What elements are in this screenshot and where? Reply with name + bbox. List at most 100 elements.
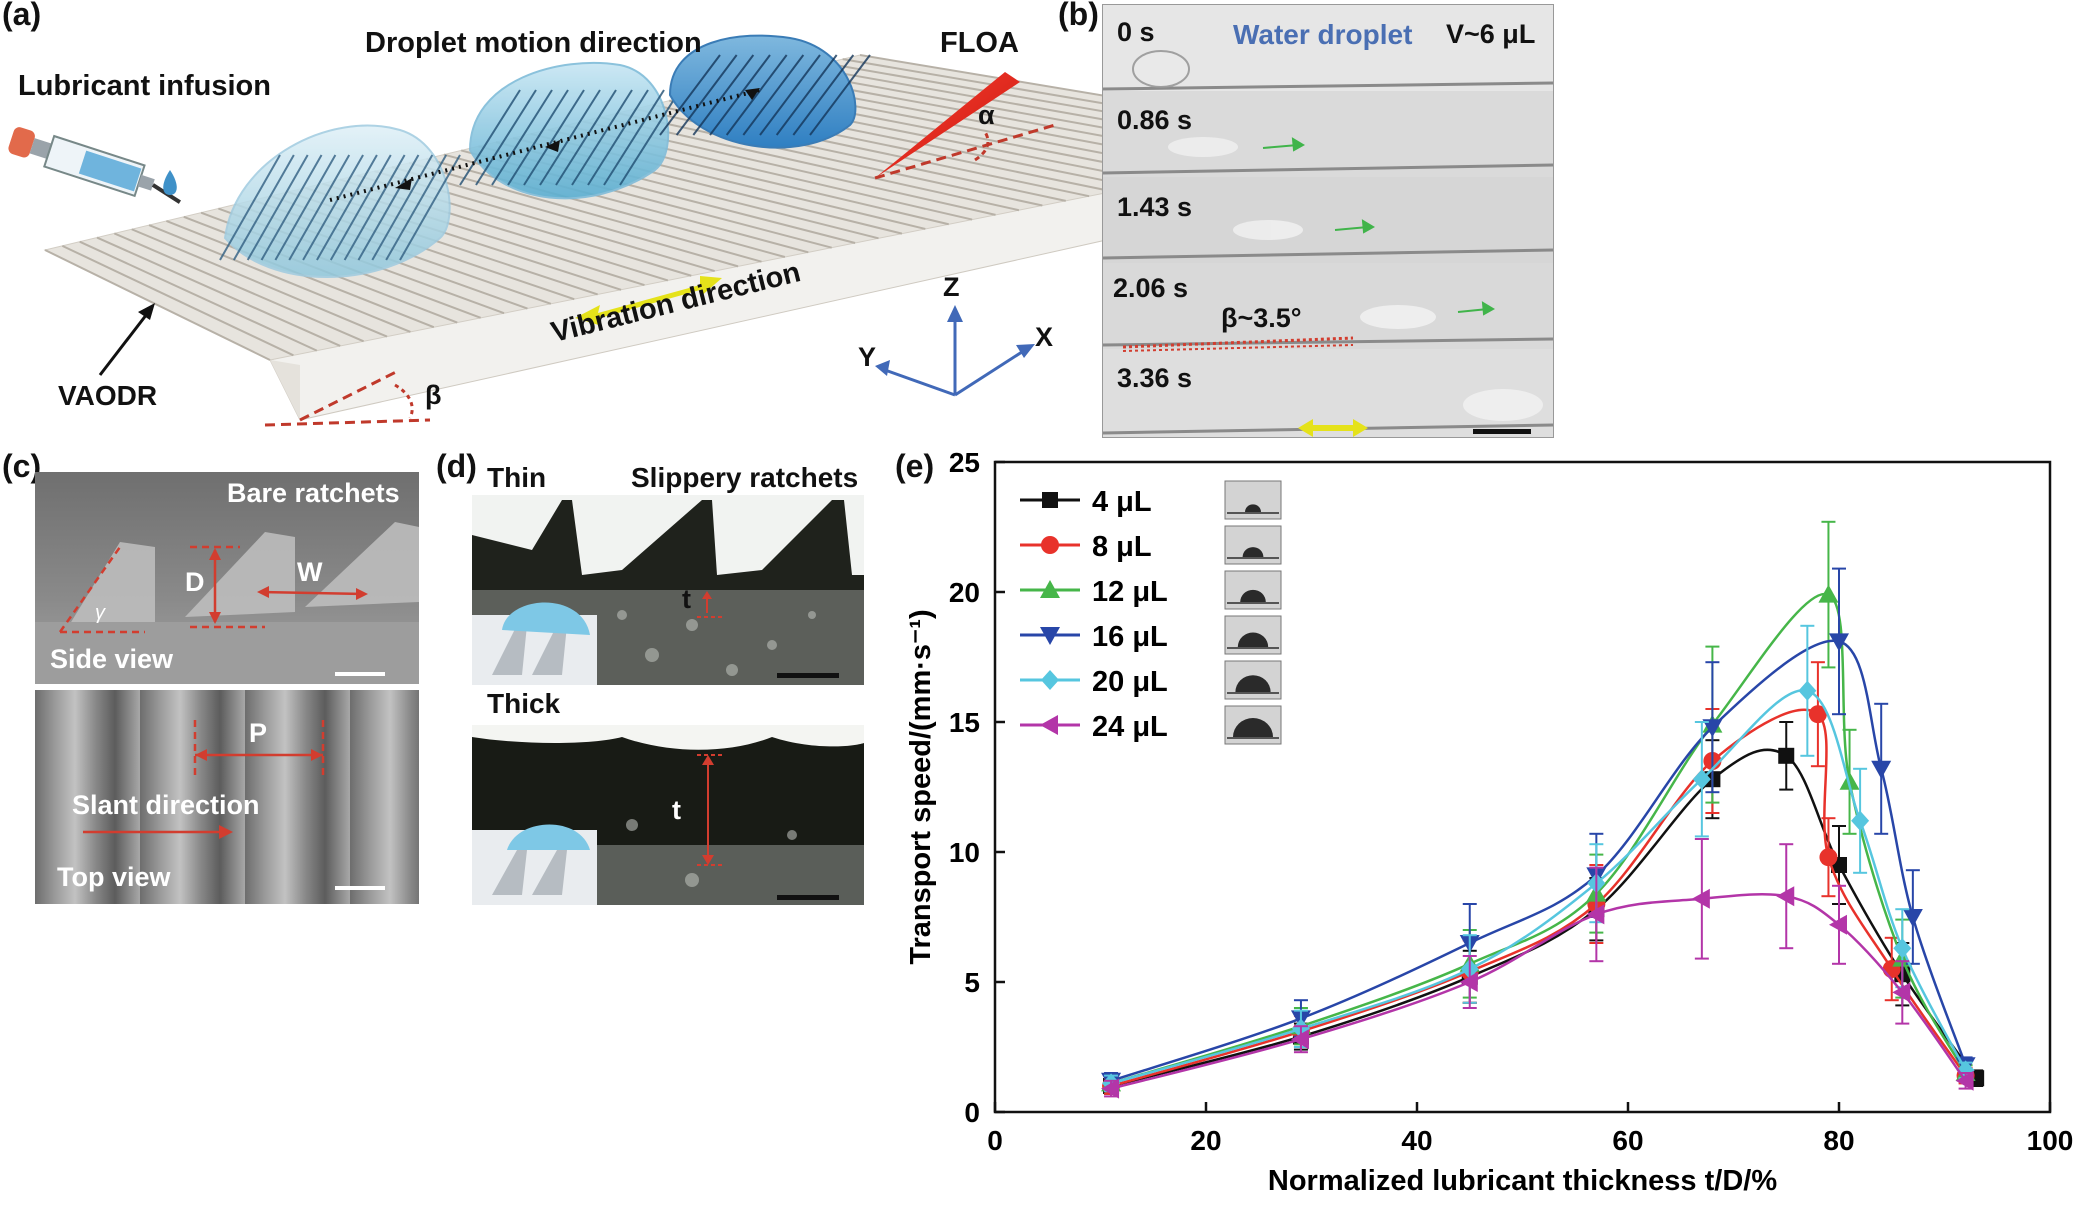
thick-lubricant-image: [472, 725, 864, 905]
label-droplet-motion: Droplet motion direction: [365, 27, 702, 59]
data-point: [1692, 769, 1711, 790]
legend-label: 20 μL: [1092, 666, 1168, 698]
label-side-view: Side view: [50, 644, 174, 674]
sem-side-view: Bare ratchets D W γ Side view: [35, 472, 419, 684]
x-tick-label: 0: [987, 1125, 1003, 1156]
data-point: [1829, 633, 1849, 652]
legend-label: 24 μL: [1092, 711, 1168, 743]
y-axis-label: Transport speed/(mm·s⁻¹): [905, 609, 937, 964]
label-t-thin: t: [682, 584, 691, 614]
legend-marker: [1040, 715, 1058, 735]
frame-time-4: 3.36 s: [1117, 363, 1193, 393]
label-D: D: [185, 567, 205, 597]
x-tick-label: 40: [1401, 1125, 1432, 1156]
data-point: [1691, 888, 1710, 909]
scale-bar: [777, 895, 839, 900]
data-point: [1798, 680, 1817, 701]
legend-label: 4 μL: [1092, 486, 1152, 518]
label-lubricant-infusion: Lubricant infusion: [18, 70, 271, 102]
y-tick-label: 10: [949, 837, 980, 868]
panel-a-label: (a): [2, 0, 42, 32]
series-line: [1110, 639, 1967, 1082]
label-slippery-ratchets: Slippery ratchets: [631, 462, 859, 493]
vibration-arrow: [575, 276, 722, 326]
drop-icon: [163, 170, 177, 195]
x-axis-label: Normalized lubricant thickness t/D/%: [1268, 1165, 1777, 1197]
series-line: [1110, 708, 1967, 1088]
data-point: [1851, 810, 1870, 831]
data-point: [1290, 1029, 1309, 1050]
legend-droplet-icon: [1235, 675, 1271, 692]
legend-droplet-icon: [1242, 547, 1264, 557]
panel-b-title: Water droplet: [1233, 19, 1413, 50]
x-tick-label: 100: [2027, 1125, 2074, 1156]
panel-e-label: (e): [895, 448, 935, 484]
x-tick-label: 60: [1612, 1125, 1643, 1156]
legend-marker: [1041, 670, 1059, 690]
x-tick-label: 80: [1823, 1125, 1854, 1156]
droplet-left: [219, 124, 461, 278]
scale-bar: [777, 673, 839, 678]
label-bare-ratchets: Bare ratchets: [227, 478, 400, 508]
data-point: [1819, 848, 1838, 867]
axis-z-label: Z: [943, 272, 960, 302]
legend-droplet-icon: [1245, 504, 1261, 512]
legend-marker: [1040, 580, 1060, 598]
label-t-thick: t: [672, 795, 681, 825]
frame-beta: β~3.5°: [1221, 303, 1302, 333]
panel-b-volume: V~6 μL: [1446, 19, 1536, 49]
syringe-icon: [8, 127, 181, 204]
data-point: [1776, 886, 1795, 907]
legend-label: 16 μL: [1092, 621, 1168, 653]
label-top-view: Top view: [57, 862, 171, 892]
label-thin: Thin: [487, 462, 547, 493]
label-beta: β: [425, 380, 442, 410]
legend-marker: [1042, 492, 1058, 508]
y-tick-label: 0: [964, 1097, 980, 1128]
frame-time-0: 0 s: [1117, 17, 1155, 47]
frame-time-2: 1.43 s: [1117, 192, 1193, 222]
series-line: [1110, 689, 1967, 1085]
panel-c-label: (c): [2, 448, 42, 484]
y-tick-label: 5: [964, 967, 980, 998]
data-point: [1818, 584, 1839, 603]
legend-droplet-icon: [1240, 589, 1266, 602]
scale-bar: [335, 886, 385, 890]
scale-bar: [335, 672, 385, 676]
label-thick: Thick: [487, 688, 561, 719]
legend-droplet-icon: [1237, 632, 1269, 647]
data-point: [1955, 1070, 1974, 1091]
data-point: [1871, 760, 1892, 779]
plot-frame: [993, 460, 2052, 1114]
y-tick-label: 25: [949, 447, 980, 478]
legend-marker: [1041, 536, 1059, 554]
data-point: [1902, 909, 1923, 927]
panel-b-label: (b): [1058, 0, 1099, 32]
data-point: [1702, 719, 1723, 738]
data-point: [1808, 705, 1827, 724]
y-tick-label: 15: [949, 707, 980, 738]
data-point: [1101, 1078, 1120, 1099]
droplet-right: [659, 34, 871, 149]
thin-lubricant-image: [472, 495, 864, 685]
label-vaodr: VAODR: [58, 380, 158, 411]
scale-bar: [1473, 429, 1531, 434]
y-tick-label: 20: [949, 577, 980, 608]
label-floa: FLOA: [940, 27, 1019, 59]
data-point: [1892, 982, 1911, 1003]
frame-time-3: 2.06 s: [1113, 273, 1189, 303]
sem-top-view: P Slant direction Top view: [35, 690, 419, 904]
legend-droplet-icon: [1233, 718, 1273, 737]
laser-beam: [875, 72, 1020, 178]
panel-d-label: (d): [436, 448, 477, 484]
data-point: [1778, 747, 1795, 764]
axis-x-label: X: [1035, 322, 1054, 352]
frame-time-1: 0.86 s: [1117, 105, 1193, 135]
label-alpha: α: [978, 100, 995, 130]
data-point: [1459, 972, 1478, 992]
ratchet-schematic: [8, 34, 1376, 427]
data-point: [1586, 904, 1605, 925]
data-point: [1829, 914, 1847, 935]
axis-y-label: Y: [858, 342, 877, 372]
